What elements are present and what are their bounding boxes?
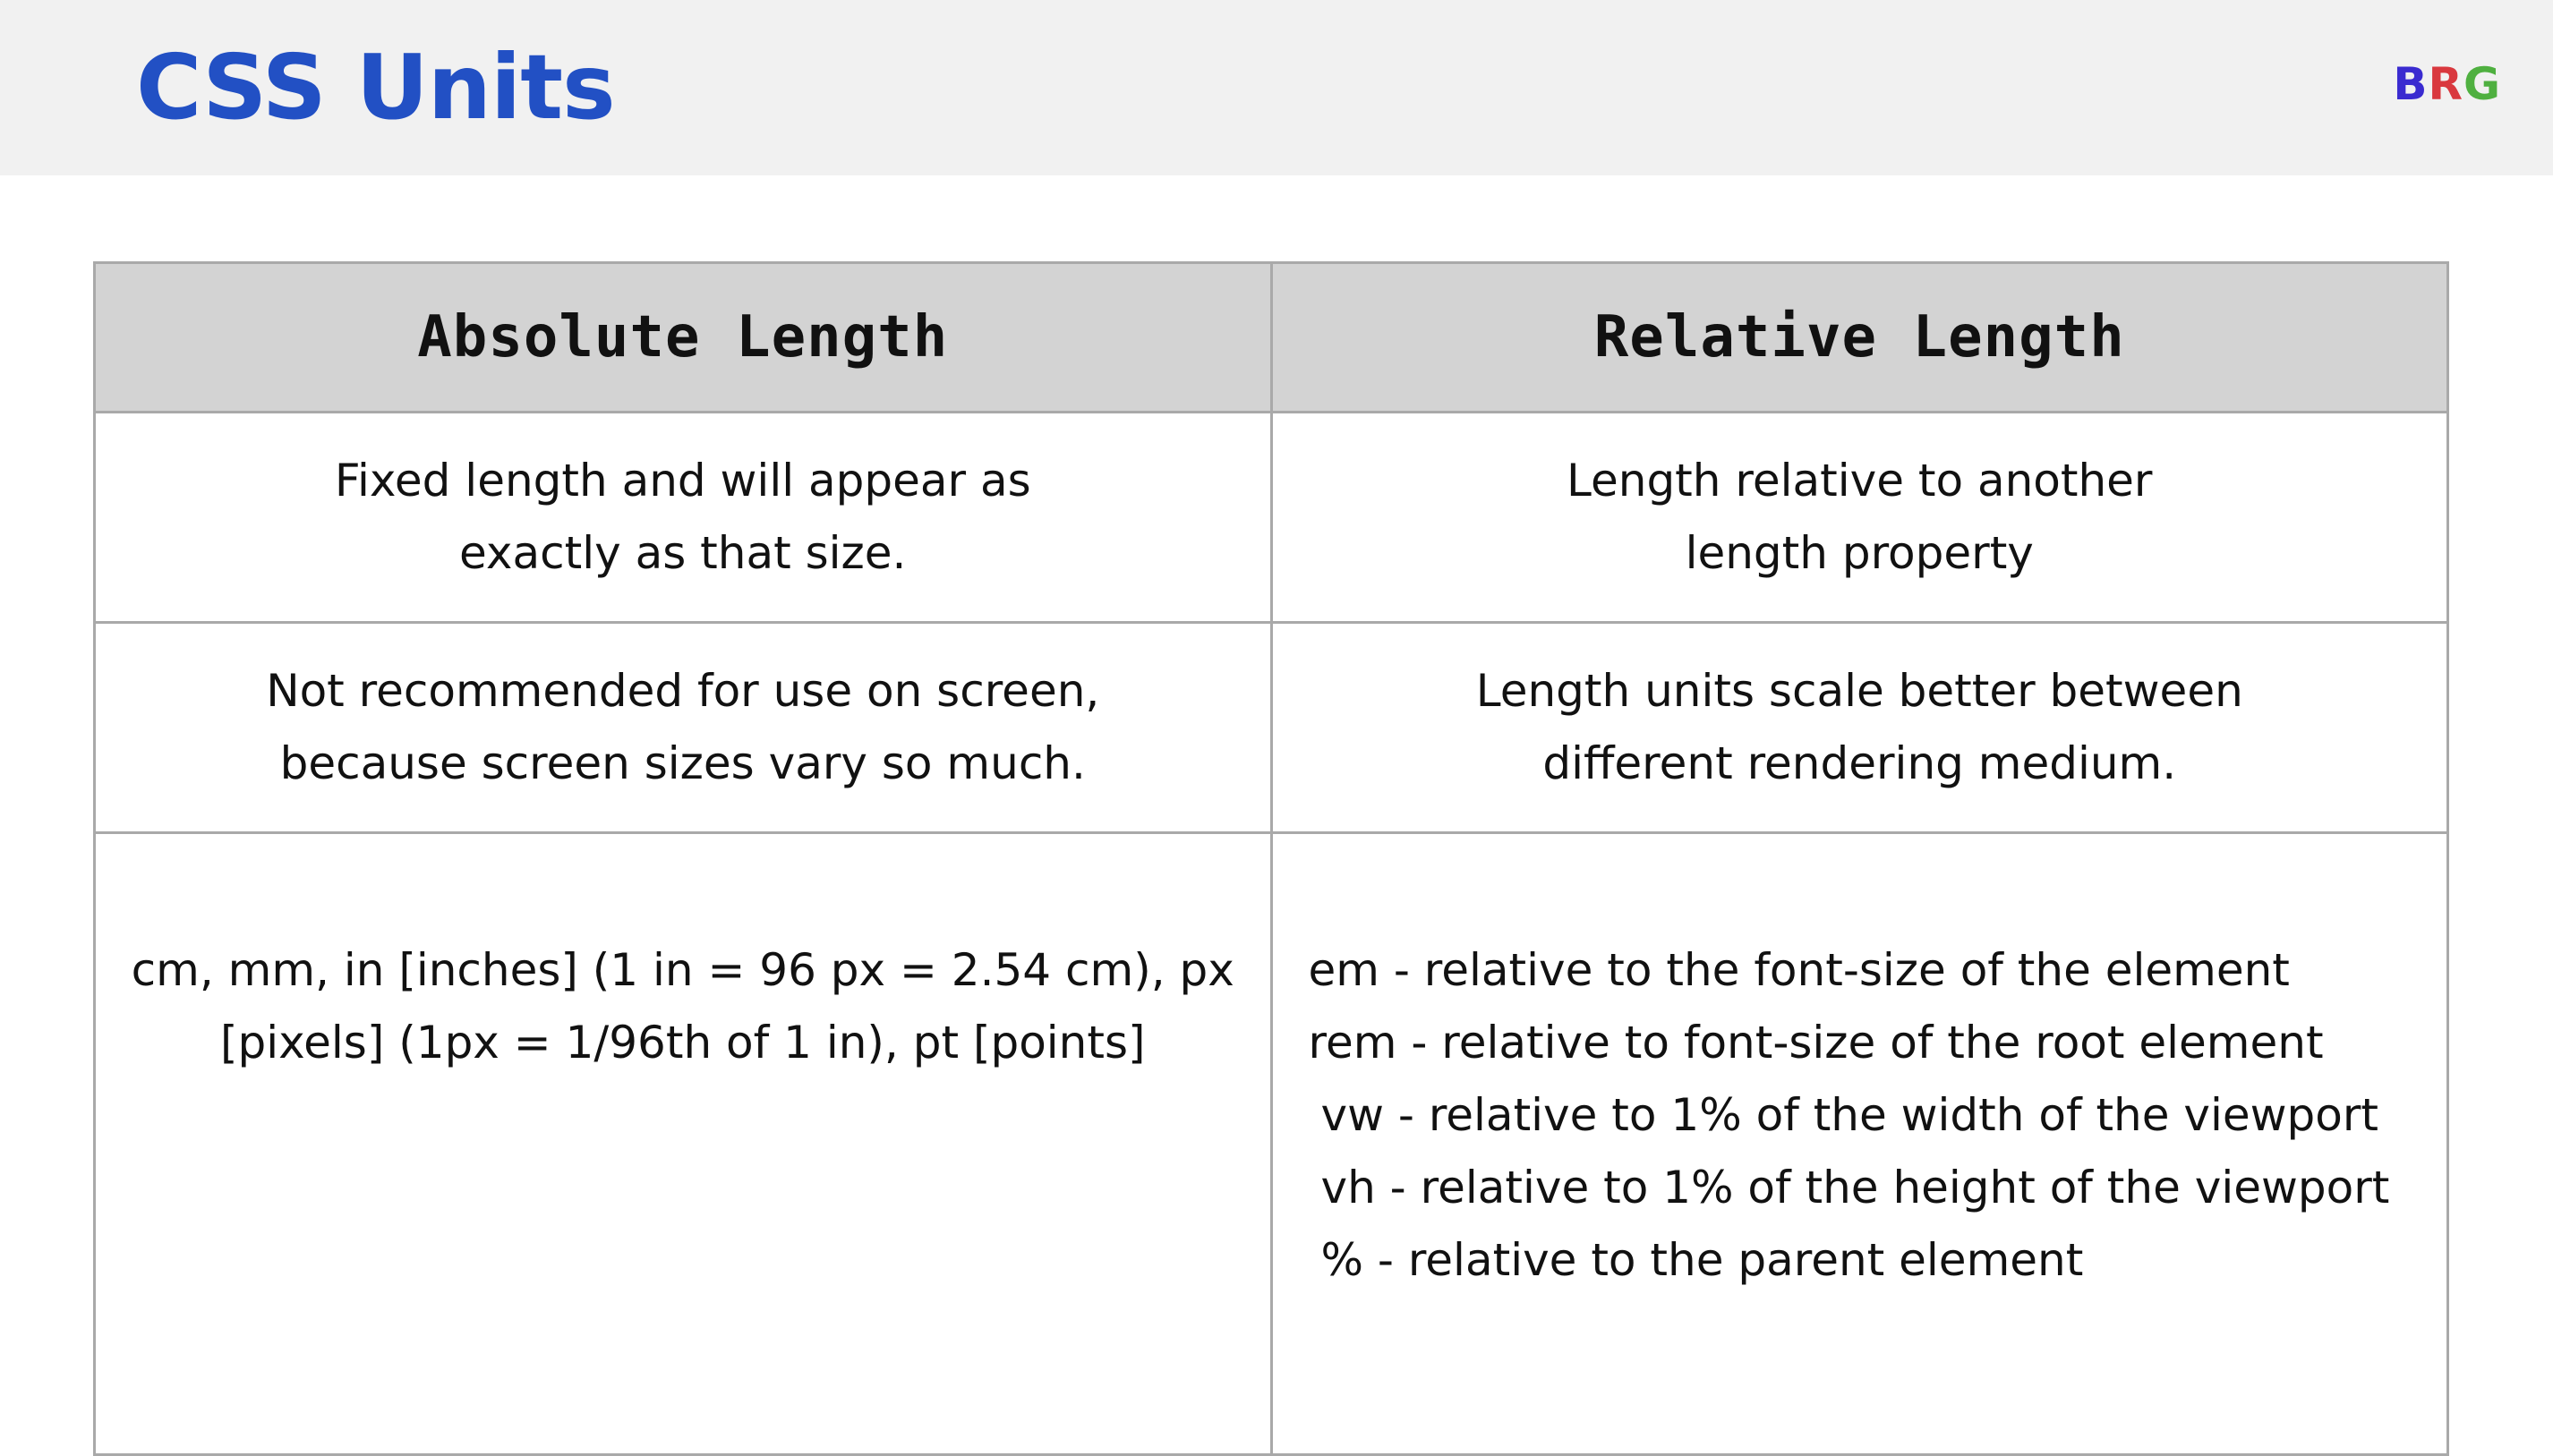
relative-units-list: em - relative to the font-size of the el…: [1273, 934, 2447, 1297]
logo-letter-r: R: [2428, 58, 2463, 110]
cell-line: length property: [1685, 527, 2034, 579]
table-row: Fixed length and will appear as exactly …: [93, 411, 2449, 624]
cell-text: Fixed length and will appear as exactly …: [335, 445, 1031, 590]
units-comparison-table: Absolute Length Relative Length Fixed le…: [93, 261, 2449, 1456]
list-item: vh - relative to 1% of the height of the…: [1320, 1162, 2390, 1213]
table-row: cm, mm, in [inches] (1 in = 96 px = 2.54…: [93, 831, 2449, 1456]
cell-line: Not recommended for use on screen,: [266, 665, 1100, 717]
table-header-row: Absolute Length Relative Length: [93, 261, 2449, 413]
cell-line: Fixed length and will appear as: [334, 455, 1031, 507]
table-cell-absolute-definition: Fixed length and will appear as exactly …: [93, 411, 1273, 624]
cell-line: because screen sizes vary so much.: [279, 737, 1086, 789]
list-item: % - relative to the parent element: [1320, 1234, 2084, 1286]
column-header-absolute-length: Absolute Length: [93, 261, 1273, 413]
cell-line: different rendering medium.: [1542, 737, 2177, 789]
list-item: vw - relative to 1% of the width of the …: [1320, 1089, 2379, 1141]
cell-line: [pixels] (1px = 1/96th of 1 in), pt [poi…: [219, 1017, 1146, 1069]
page-title: CSS Units: [136, 35, 616, 140]
cell-line: exactly as that size.: [459, 527, 907, 579]
cell-line: Length units scale better between: [1475, 665, 2243, 717]
column-header-relative-length: Relative Length: [1269, 261, 2449, 413]
table-row: Not recommended for use on screen, becau…: [93, 621, 2449, 834]
table-cell-relative-units: em - relative to the font-size of the el…: [1269, 831, 2449, 1456]
table-cell-relative-usage: Length units scale better between differ…: [1269, 621, 2449, 834]
list-item: rem - relative to font-size of the root …: [1308, 1017, 2324, 1069]
cell-text: Length units scale better between differ…: [1476, 655, 2243, 800]
cell-line: cm, mm, in [inches] (1 in = 96 px = 2.54…: [131, 944, 1234, 996]
list-item: em - relative to the font-size of the el…: [1308, 944, 2290, 996]
logo-letter-g: G: [2463, 58, 2501, 110]
table-cell-relative-definition: Length relative to another length proper…: [1269, 411, 2449, 624]
cell-text: Not recommended for use on screen, becau…: [266, 655, 1099, 800]
table-cell-absolute-usage: Not recommended for use on screen, becau…: [93, 621, 1273, 834]
logo-letter-b: B: [2393, 58, 2429, 110]
cell-text: Length relative to another length proper…: [1567, 445, 2152, 590]
header-band: [0, 0, 2553, 175]
cell-line: Length relative to another: [1567, 455, 2153, 507]
brg-logo: BRG: [2393, 57, 2501, 111]
table-cell-absolute-units: cm, mm, in [inches] (1 in = 96 px = 2.54…: [93, 831, 1273, 1456]
cell-text: cm, mm, in [inches] (1 in = 96 px = 2.54…: [132, 934, 1234, 1079]
